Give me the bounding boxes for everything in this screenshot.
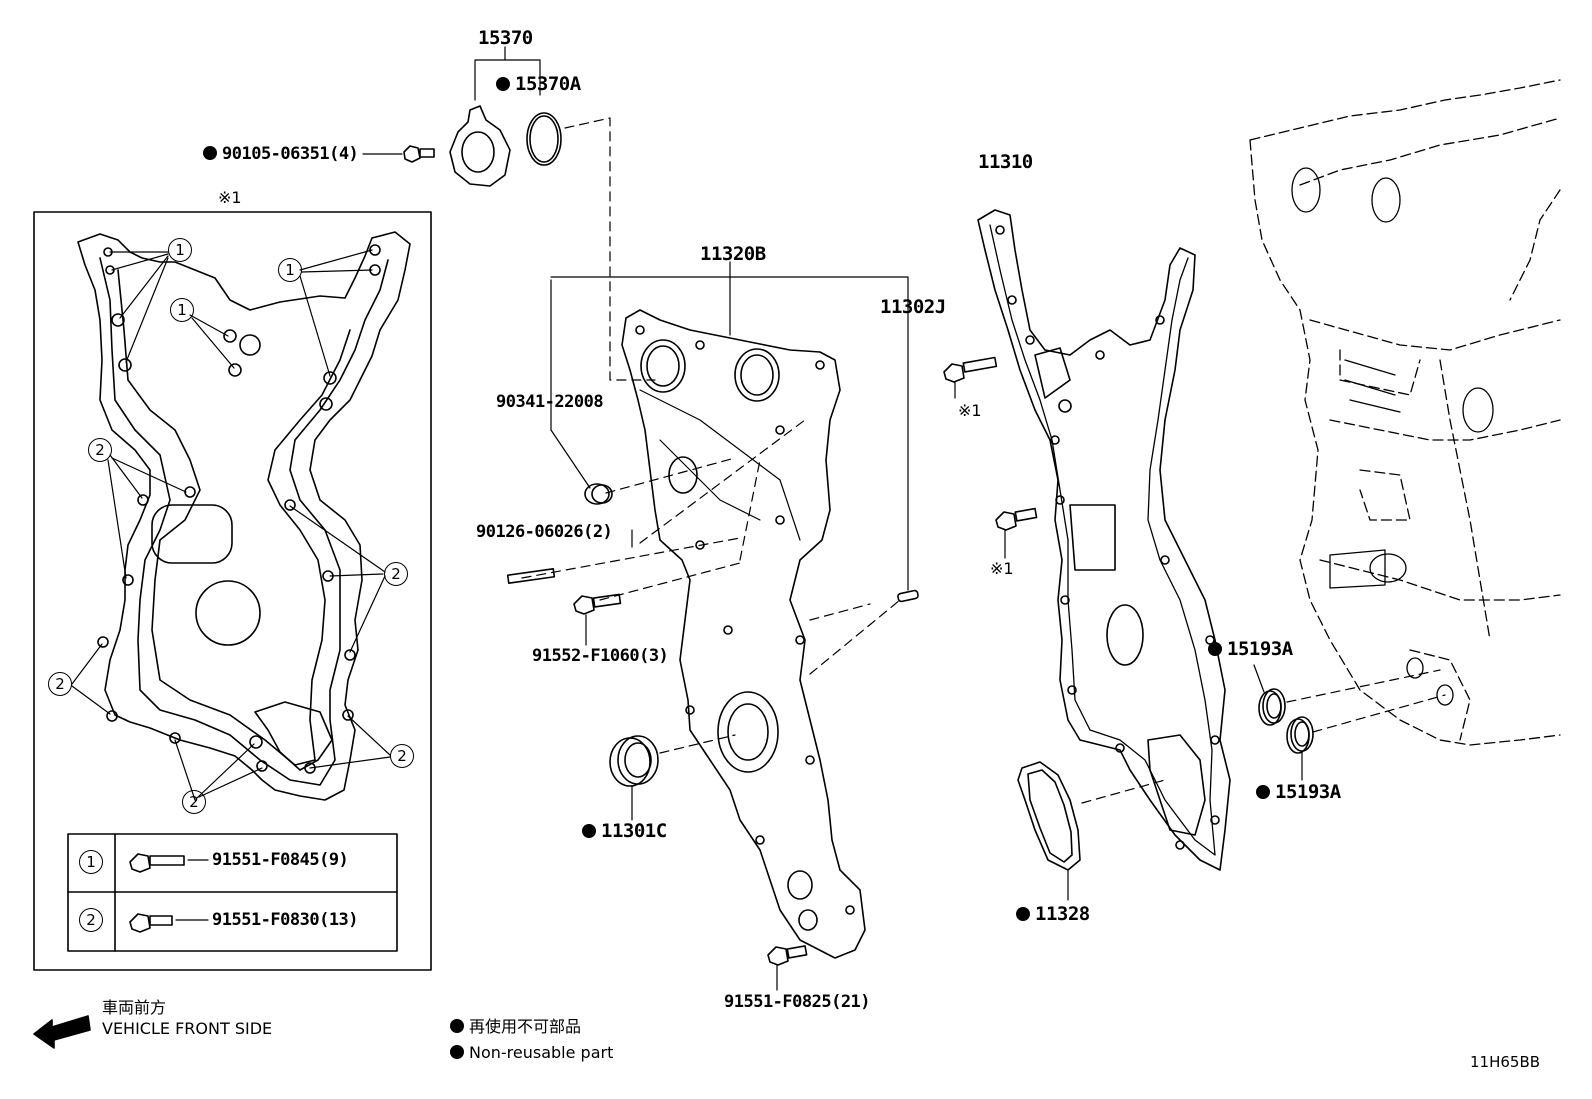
figure-id: 11H65BB xyxy=(1470,1053,1541,1071)
inset-leaders xyxy=(71,249,391,801)
label-15193A-top: 15193A xyxy=(1208,638,1293,660)
label-note1-a: ※1 xyxy=(958,401,982,420)
label-90126: 90126-06026(2) xyxy=(476,522,613,542)
callout-1: 1 xyxy=(170,298,194,322)
callout-2: 2 xyxy=(390,744,414,768)
table-key-2: 2 xyxy=(79,908,103,932)
sensor-15370 xyxy=(449,105,511,187)
vehicle-front-arrow xyxy=(33,1015,91,1049)
callout-2: 2 xyxy=(48,672,72,696)
inset-box xyxy=(33,211,432,971)
label-11320B: 11320B xyxy=(700,243,766,265)
table-key-1: 1 xyxy=(79,850,103,874)
bolt-91552 xyxy=(573,593,622,615)
engine-block-detail xyxy=(1291,167,1494,706)
label-11328: 11328 xyxy=(1016,903,1090,925)
callout-1: 1 xyxy=(278,258,302,282)
o-ring-15370A xyxy=(526,112,562,166)
label-11302J: 11302J xyxy=(880,296,946,318)
legend-front-en: VEHICLE FRONT SIDE xyxy=(102,1019,273,1038)
stud-90126 xyxy=(506,568,556,584)
inset-gasket-outline xyxy=(77,231,411,801)
bolt-91551-F0825 xyxy=(767,945,808,966)
legend-front-jp: 車両前方 xyxy=(102,998,167,1017)
timing-cover-11320B xyxy=(621,309,866,959)
gasket-11310 xyxy=(977,209,1231,871)
inset-gasket-inner xyxy=(99,257,389,786)
label-15193A-bottom: 15193A xyxy=(1256,781,1341,803)
label-15370A: 15370A xyxy=(496,73,581,95)
table-part-2: 91551-F0830(13) xyxy=(212,910,359,930)
label-90105: 90105-06351(4) xyxy=(203,143,359,165)
label-90341: 90341-22008 xyxy=(496,392,604,412)
label-11310: 11310 xyxy=(978,151,1033,173)
callout-2: 2 xyxy=(384,562,408,586)
callout-1: 1 xyxy=(168,238,192,262)
label-91551-F0825: 91551-F0825(21) xyxy=(724,992,871,1012)
label-15370: 15370 xyxy=(478,27,533,49)
table-bolt-1 xyxy=(129,853,185,873)
bolt-90105 xyxy=(403,145,435,163)
table-part-1: 91551-F0845(9) xyxy=(212,850,349,870)
plug-90341 xyxy=(584,483,613,505)
o-ring-15193A-top xyxy=(1258,688,1286,726)
callout-2: 2 xyxy=(182,790,206,814)
callout-2: 2 xyxy=(88,438,112,462)
table-bolt-2 xyxy=(129,913,173,933)
legend-nonreuse-jp: 再使用不可部品 xyxy=(450,1017,581,1037)
o-ring-15193A-bottom xyxy=(1286,716,1314,754)
label-91552: 91552-F1060(3) xyxy=(532,646,669,666)
label-note1-b: ※1 xyxy=(990,559,1014,578)
label-11301C: 11301C xyxy=(582,820,667,842)
pin-11302J xyxy=(897,589,919,603)
dashed-guides xyxy=(521,117,1446,804)
engine-block xyxy=(1249,79,1561,746)
bolt-note1-b xyxy=(995,507,1038,531)
label-note1-top: ※1 xyxy=(218,188,242,207)
gasket-11328 xyxy=(1017,761,1081,871)
legend-nonreuse-en: Non-reusable part xyxy=(450,1043,613,1063)
oil-seal-11301C xyxy=(609,735,659,787)
bolt-note1-a xyxy=(943,356,998,383)
